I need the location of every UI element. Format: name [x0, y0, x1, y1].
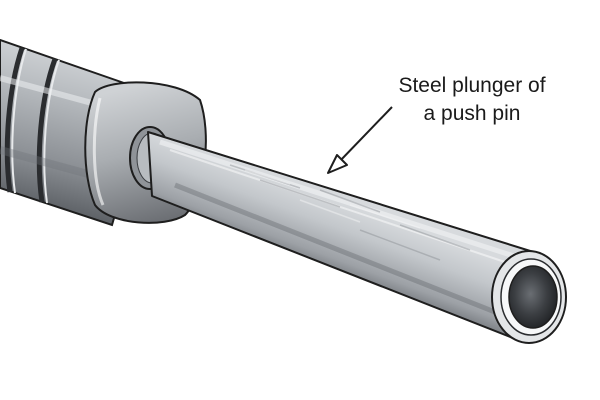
plunger-label: Steel plunger of a push pin [372, 72, 572, 128]
tube-end [491, 250, 567, 344]
plunger-label-line-1: Steel plunger of [398, 74, 546, 97]
plunger-label-line-2: a push pin [423, 102, 521, 125]
arrow-icon [327, 106, 393, 174]
steel-rod [147, 131, 541, 341]
